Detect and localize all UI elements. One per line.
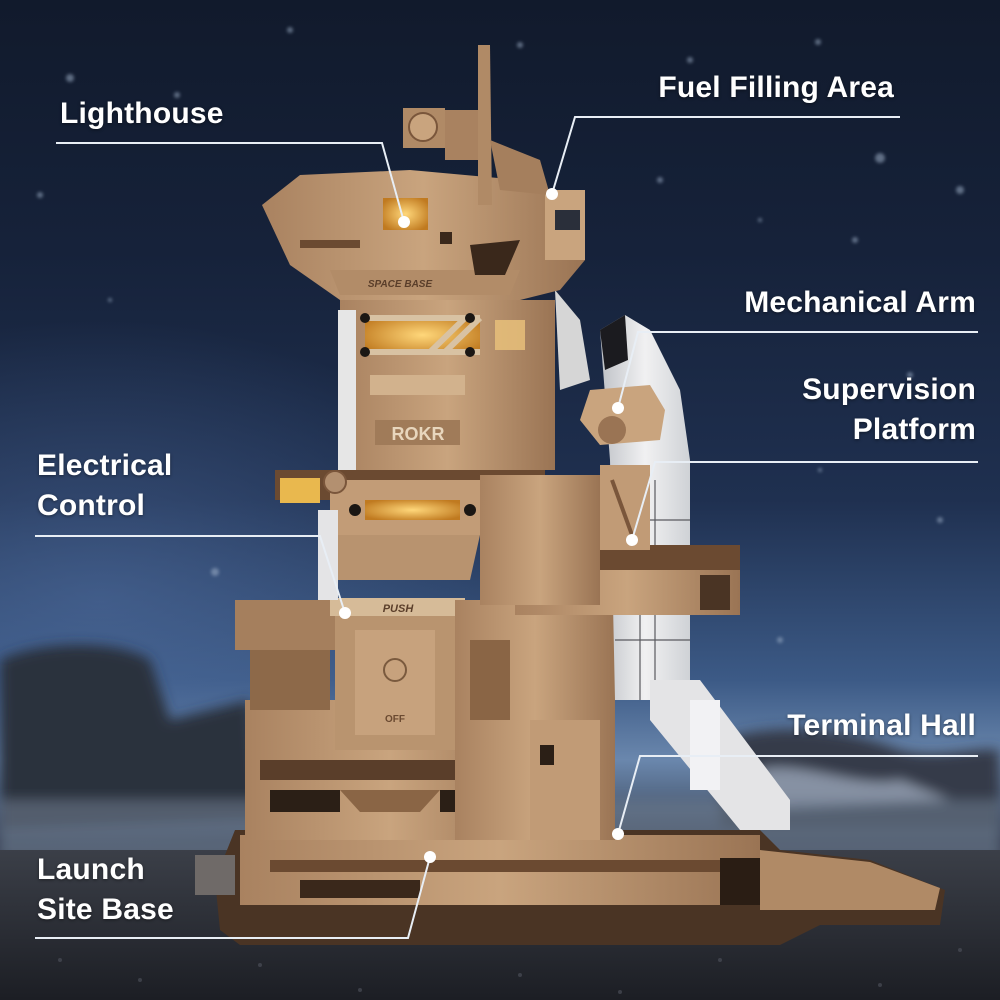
label-mechanical-arm: Mechanical Arm: [744, 286, 976, 319]
label-terminal-hall: Terminal Hall: [787, 709, 976, 742]
label-electrical-control: Electrical Control: [37, 449, 173, 522]
label-lighthouse: Lighthouse: [60, 97, 224, 130]
label-fuel-filling-area: Fuel Filling Area: [658, 71, 894, 104]
space-base-model: PUSH OFF: [195, 45, 945, 945]
label-launch-site-base: Launch Site Base: [37, 853, 174, 926]
push-engraving: PUSH: [383, 603, 415, 615]
label-supervision-platform: Supervision Platform: [802, 373, 976, 446]
brand-engraving: ROKR: [392, 424, 445, 444]
off-engraving: OFF: [385, 714, 405, 725]
space-base-engraving: SPACE BASE: [368, 279, 433, 290]
